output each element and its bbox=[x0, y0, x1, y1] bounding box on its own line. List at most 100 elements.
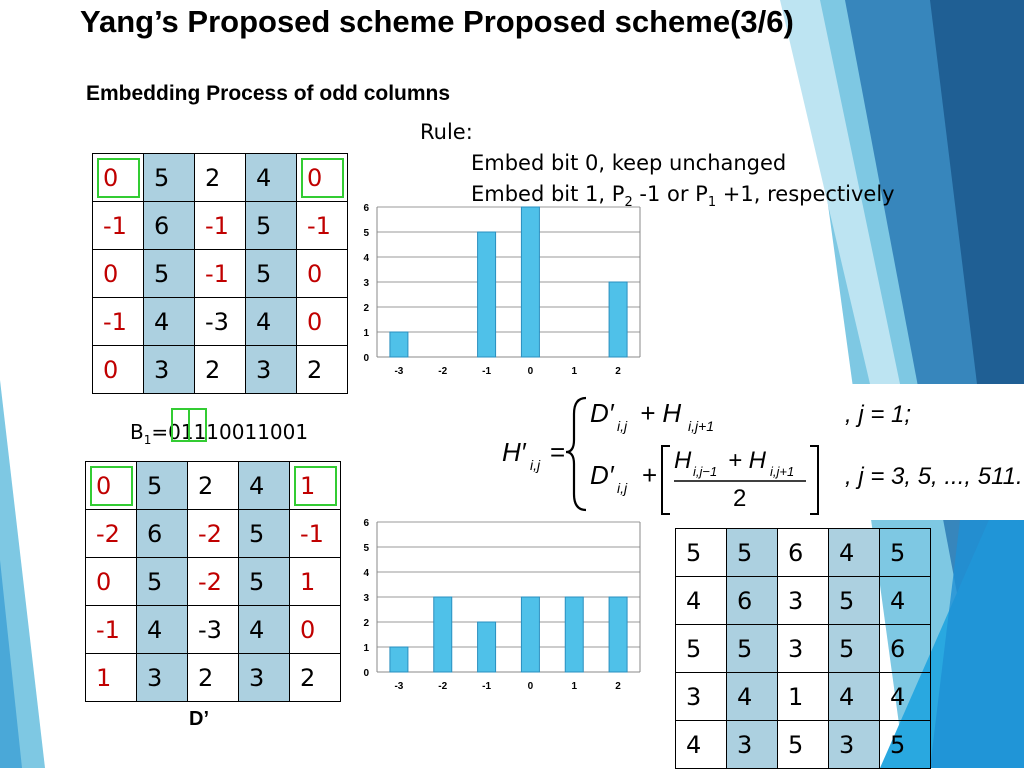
formula-equals: = bbox=[550, 437, 565, 467]
secret-bitstream: B1=01110011001 bbox=[130, 420, 309, 447]
y-tick-label: 0 bbox=[363, 668, 369, 679]
table-cell: 3 bbox=[777, 624, 829, 673]
table-cell: 6 bbox=[136, 509, 188, 558]
table-cell: 2 bbox=[194, 345, 246, 394]
table-cell: 2 bbox=[187, 653, 239, 702]
table-cell: 5 bbox=[143, 153, 195, 202]
y-tick-label: 6 bbox=[363, 518, 369, 529]
bit-highlight-box-2 bbox=[188, 408, 207, 442]
table-cell: 5 bbox=[828, 576, 880, 625]
table-cell: 0 bbox=[289, 605, 341, 654]
y-tick-label: 3 bbox=[363, 593, 369, 604]
table-cell: -1 bbox=[289, 509, 341, 558]
table-cell: 0 bbox=[296, 153, 348, 202]
table-cell: 3 bbox=[238, 653, 290, 702]
rule-line-2: Embed bit 1, P2 -1 or P1 +1, respectivel… bbox=[471, 182, 895, 211]
rule-line-1: Embed bit 0, keep unchanged bbox=[471, 151, 787, 175]
formula-panel: H′ i,j = D′ i,j + H i,j+1 , j = 1; D′ i,… bbox=[490, 384, 1024, 520]
formula: H′ i,j = D′ i,j + H i,j+1 , j = 1; D′ i,… bbox=[502, 396, 1023, 515]
table-cell: 2 bbox=[289, 653, 341, 702]
table-cell: 5 bbox=[245, 249, 297, 298]
case1-h: + H bbox=[640, 398, 681, 428]
table-cell: 4 bbox=[879, 576, 931, 625]
x-tick-label: 1 bbox=[571, 681, 577, 692]
x-tick-label: -2 bbox=[438, 366, 447, 377]
table-cell: 0 bbox=[85, 557, 137, 606]
table-cell: 6 bbox=[879, 624, 931, 673]
table-cell: 5 bbox=[143, 249, 195, 298]
table-cell: 4 bbox=[675, 576, 727, 625]
case1-d: D′ bbox=[590, 398, 615, 428]
table-cell: 1 bbox=[289, 461, 341, 510]
table-cell: -2 bbox=[187, 557, 239, 606]
d-prime-label: D’ bbox=[189, 708, 209, 730]
table-cell: 5 bbox=[879, 720, 931, 769]
case2-denominator: 2 bbox=[733, 485, 746, 512]
table-cell: 0 bbox=[296, 249, 348, 298]
y-tick-label: 5 bbox=[363, 228, 369, 239]
table-cell: 5 bbox=[726, 528, 778, 577]
table-cell: 4 bbox=[238, 461, 290, 510]
formula-lhs-sub: i,j bbox=[530, 457, 541, 473]
table-cell: 1 bbox=[85, 653, 137, 702]
y-tick-label: 2 bbox=[363, 303, 369, 314]
table-cell: 4 bbox=[143, 297, 195, 346]
x-tick-label: 0 bbox=[528, 681, 534, 692]
bar bbox=[520, 596, 540, 673]
x-tick-label: 1 bbox=[571, 366, 577, 377]
x-tick-label: -1 bbox=[482, 366, 491, 377]
table-cell: 4 bbox=[675, 720, 727, 769]
x-tick-label: -2 bbox=[438, 681, 447, 692]
case2-d-sub: i,j bbox=[617, 480, 628, 496]
case2-num-sub2: i,j+1 bbox=[770, 464, 794, 479]
table-cell: 4 bbox=[136, 605, 188, 654]
table-cell: 2 bbox=[194, 153, 246, 202]
bar bbox=[389, 646, 409, 673]
table-cell: 3 bbox=[726, 720, 778, 769]
case2-plus: + bbox=[642, 460, 657, 490]
table-cell: 5 bbox=[726, 624, 778, 673]
table-cell: 3 bbox=[675, 672, 727, 721]
table-cell: 4 bbox=[245, 153, 297, 202]
x-tick-label: -3 bbox=[394, 681, 403, 692]
bar bbox=[608, 281, 628, 358]
table-cell: 2 bbox=[296, 345, 348, 394]
table-cell: 2 bbox=[187, 461, 239, 510]
table-cell: 3 bbox=[777, 576, 829, 625]
table-cell: 5 bbox=[245, 201, 297, 250]
x-tick-label: 2 bbox=[615, 366, 621, 377]
table-cell: -3 bbox=[187, 605, 239, 654]
rule-heading: Rule: bbox=[420, 120, 473, 144]
table-cell: 4 bbox=[726, 672, 778, 721]
x-tick-label: 2 bbox=[615, 681, 621, 692]
bar bbox=[477, 621, 497, 673]
table-cell: -1 bbox=[194, 201, 246, 250]
bar bbox=[389, 331, 409, 358]
table-cell: 4 bbox=[238, 605, 290, 654]
table-cell: 4 bbox=[879, 672, 931, 721]
table-cell: 6 bbox=[777, 528, 829, 577]
x-tick-label: -3 bbox=[394, 366, 403, 377]
formula-lhs: H′ bbox=[502, 437, 527, 467]
y-tick-label: 2 bbox=[363, 618, 369, 629]
x-tick-label: 0 bbox=[528, 366, 534, 377]
floor-bracket-right bbox=[810, 445, 819, 515]
table-cell: 5 bbox=[136, 461, 188, 510]
table-cell: 5 bbox=[675, 528, 727, 577]
table-cell: 4 bbox=[828, 528, 880, 577]
table-cell: 3 bbox=[136, 653, 188, 702]
y-tick-label: 1 bbox=[363, 643, 369, 654]
bar bbox=[564, 596, 584, 673]
table-cell: 5 bbox=[675, 624, 727, 673]
table-cell: 4 bbox=[245, 297, 297, 346]
table-cell: 0 bbox=[296, 297, 348, 346]
